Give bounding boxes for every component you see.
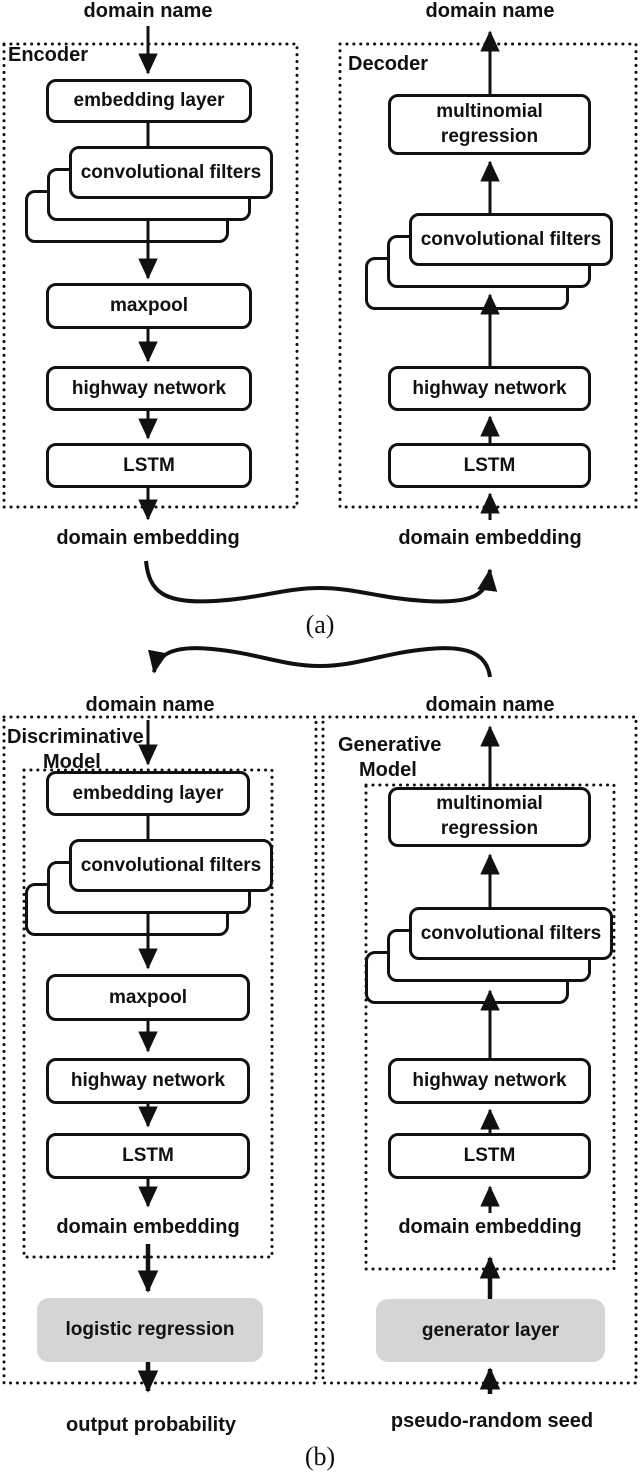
generative-conv-front-box: convolutional filters [409, 907, 613, 960]
generative-embedding-input-label: domain embedding [398, 1216, 582, 1238]
encoder-conv-label: convolutional filters [80, 161, 262, 183]
discriminative-input-label: domain name [85, 694, 215, 716]
caption-b: (b) [304, 1442, 336, 1471]
decoder-lstm-label: LSTM [463, 454, 516, 476]
discriminative-lstm-box: LSTM [46, 1133, 250, 1179]
generative-highway-label: highway network [412, 1070, 567, 1091]
decoder-highway-box: highway network [388, 366, 591, 411]
decoder-multinomial-box: multinomial regression [388, 94, 591, 155]
logistic-regression-box: logistic regression [37, 1298, 263, 1362]
generative-conv-label: convolutional filters [420, 922, 602, 944]
discriminative-conv-label: convolutional filters [80, 854, 262, 876]
discriminative-embedding-output-label: domain embedding [56, 1216, 240, 1238]
output-probability-label: output probability [66, 1414, 236, 1436]
discriminative-label-line2: Model [43, 751, 101, 773]
generative-lstm-label: LSTM [463, 1145, 516, 1166]
pseudo-random-seed-label: pseudo-random seed [390, 1410, 594, 1432]
generative-label-line1: Generative [338, 734, 442, 756]
generative-inner-dotted-box [364, 783, 616, 1271]
encoder-highway-box: highway network [46, 366, 252, 411]
generative-lstm-box: LSTM [388, 1133, 591, 1179]
encoder-lstm-box: LSTM [46, 443, 252, 488]
generator-layer-box: generator layer [376, 1299, 605, 1362]
encoder-panel-label: Encoder [8, 44, 89, 66]
discriminative-label-line1: Discriminative [7, 726, 144, 748]
decoder-multinomial-label: multinomial regression [436, 100, 543, 147]
generative-label-line2: Model [359, 759, 417, 781]
discriminative-embedding-box: embedding layer [46, 771, 250, 816]
encoder-output-label: domain embedding [56, 527, 240, 549]
discriminative-highway-label: highway network [70, 1070, 226, 1091]
decoder-conv-label: convolutional filters [420, 228, 602, 250]
discriminative-panel-label: Discriminative Model [7, 725, 144, 775]
encoder-embedding-box: embedding layer [46, 79, 252, 123]
logistic-regression-label: logistic regression [65, 1319, 235, 1340]
generative-highway-box: highway network [388, 1058, 591, 1104]
generator-layer-label: generator layer [421, 1319, 560, 1341]
generative-panel-label: Generative Model [338, 733, 441, 783]
generative-output-label: domain name [425, 694, 555, 716]
discriminative-embedding-label: embedding layer [72, 782, 224, 804]
decoder-input-label: domain embedding [398, 527, 582, 549]
discriminative-lstm-label: LSTM [122, 1145, 174, 1166]
encoder-maxpool-label: maxpool [109, 295, 189, 316]
generative-multinomial-label: multinomial regression [436, 793, 543, 839]
discriminative-maxpool-box: maxpool [46, 974, 250, 1021]
discriminative-dotted-box [2, 715, 318, 1385]
caption-a: (a) [305, 610, 335, 639]
discriminative-inner-dotted-box [22, 768, 274, 1259]
encoder-highway-label: highway network [71, 377, 227, 399]
encoder-conv-front-box: convolutional filters [69, 146, 273, 199]
decoder-highway-label: highway network [412, 377, 567, 399]
encoder-lstm-label: LSTM [123, 454, 175, 476]
decoder-lstm-box: LSTM [388, 443, 591, 488]
encoder-input-label: domain name [83, 0, 213, 22]
encoder-maxpool-box: maxpool [46, 283, 252, 329]
encoder-embedding-label: embedding layer [73, 90, 225, 111]
generative-multinomial-box: multinomial regression [388, 787, 591, 847]
decoder-output-label: domain name [425, 0, 555, 22]
decoder-conv-front-box: convolutional filters [409, 213, 613, 266]
decoder-panel-label: Decoder [348, 53, 429, 75]
discriminative-highway-box: highway network [46, 1058, 250, 1104]
discriminative-conv-front-box: convolutional filters [69, 839, 273, 892]
discriminative-maxpool-label: maxpool [108, 986, 188, 1008]
